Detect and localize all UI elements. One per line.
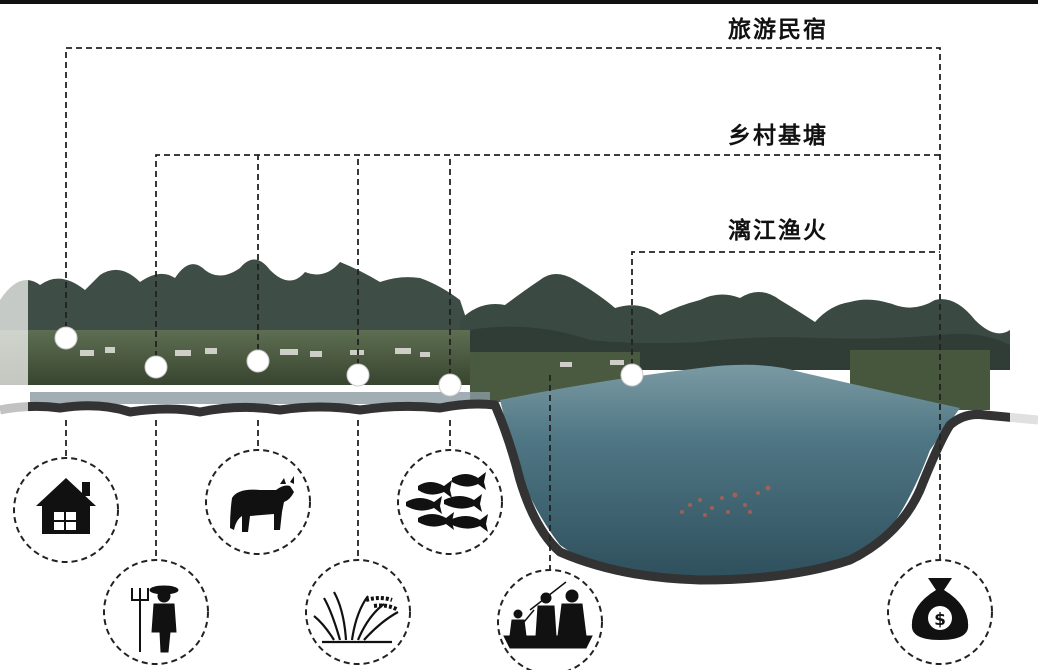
cattle-icon <box>230 476 294 532</box>
label-fishing-lights: 漓江渔火 <box>722 216 834 246</box>
ground-section-line <box>0 399 1038 585</box>
label-homestay: 旅游民宿 <box>722 15 834 45</box>
fishermen-boat-icon <box>503 581 593 649</box>
fish-icon <box>406 472 488 532</box>
leader-homestay <box>65 47 941 582</box>
leader-lines <box>65 47 941 582</box>
leader-fishpond <box>155 154 940 367</box>
li-river <box>500 364 960 581</box>
label-fishpond: 乡村基塘 <box>722 121 834 151</box>
farmer-icon <box>131 585 179 653</box>
money-symbol: $ <box>934 610 946 630</box>
house-icon <box>36 478 96 534</box>
leader-fishing-lights <box>631 251 940 375</box>
money-bag-icon: $ <box>911 578 969 640</box>
fishing-lights-reflection <box>680 485 771 517</box>
rice-plant-icon <box>313 591 400 644</box>
node-dots <box>54 326 644 397</box>
